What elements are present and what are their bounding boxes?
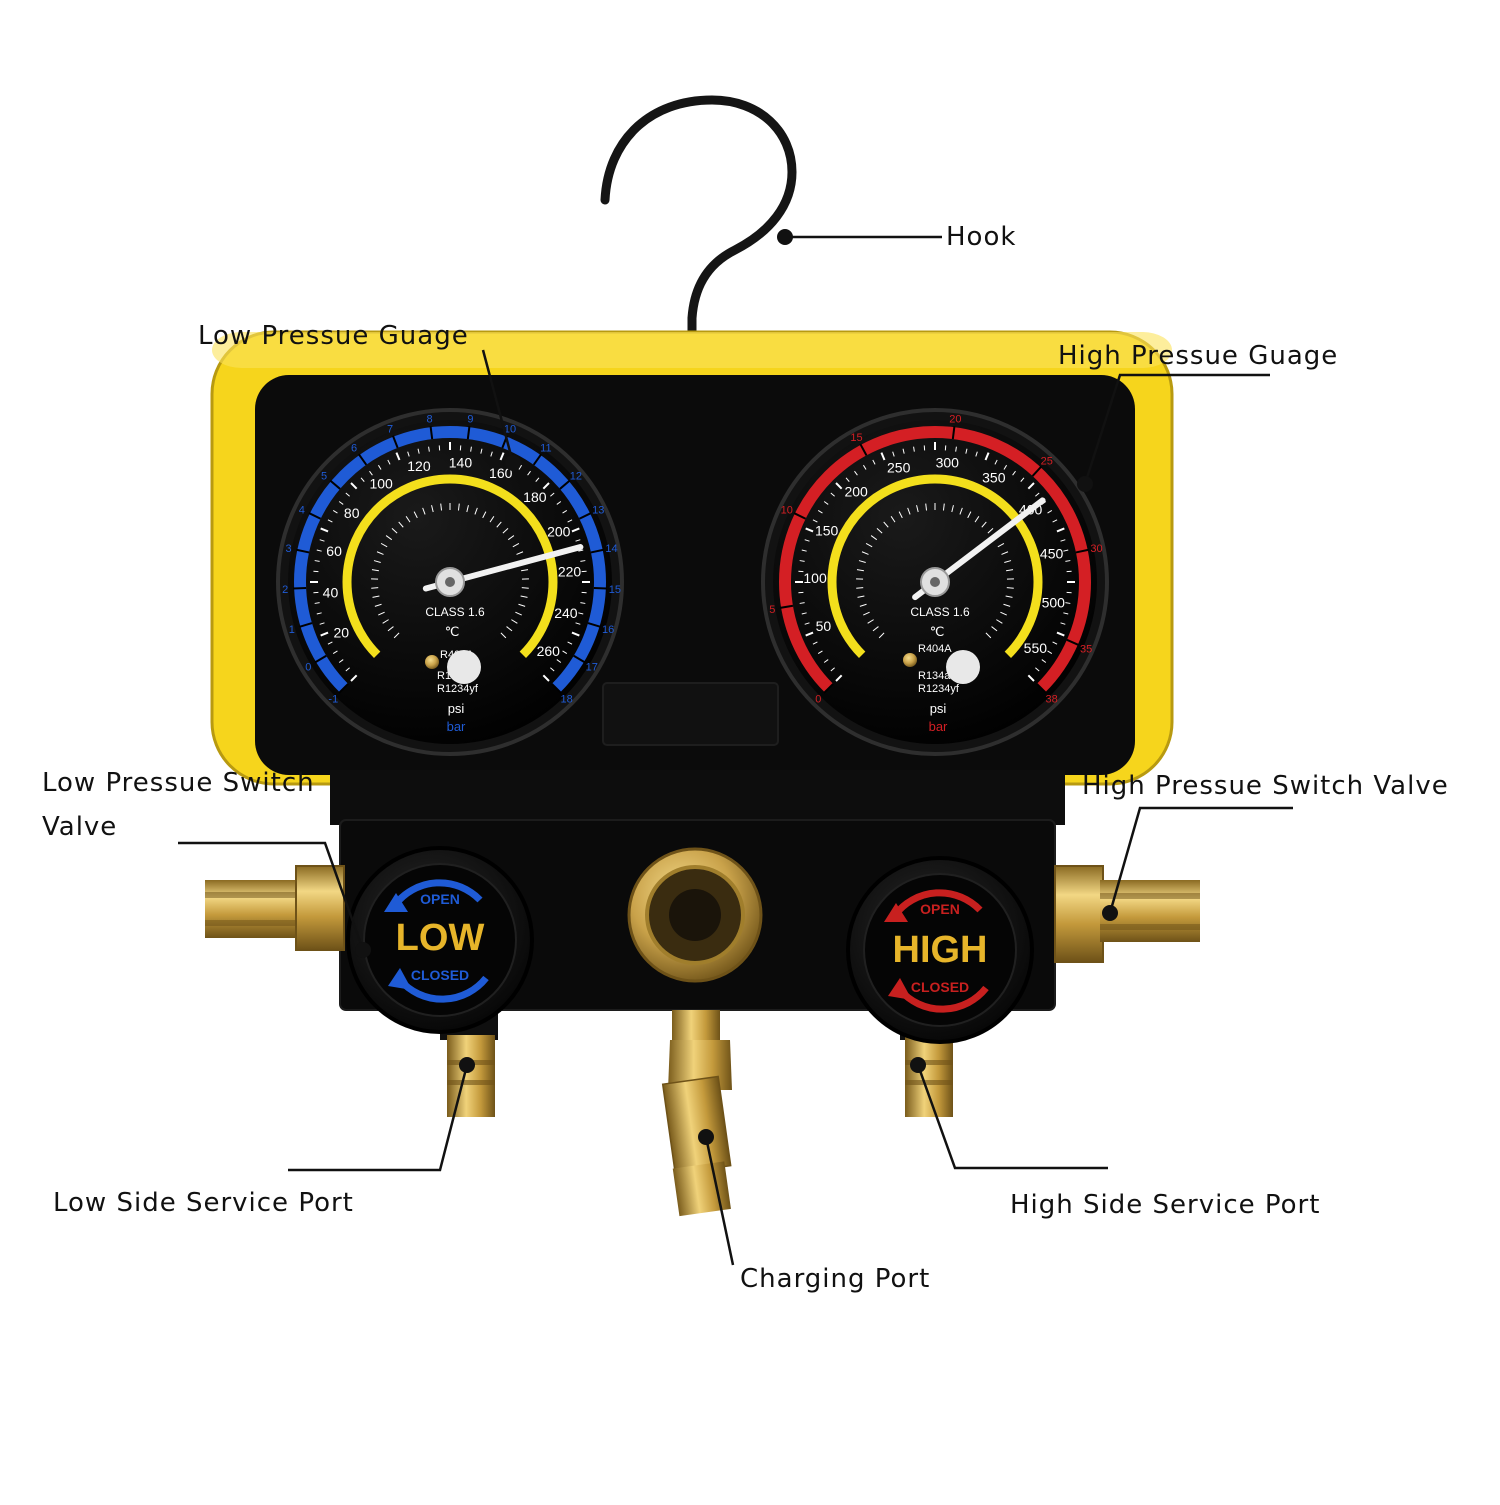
low-gauge-psi-tick-label: 240 [554,605,578,621]
charging-port [663,1010,732,1216]
high-gauge-psi-tick-label: 300 [936,455,960,471]
low-gauge-psi-tick-label: 140 [449,454,473,470]
low-gauge-bar-tick-label: 13 [592,505,604,517]
high-gauge-bar-tick-label: 20 [949,413,961,425]
hanging-hook [605,100,792,340]
low-gauge-bar-tick-label: 7 [387,423,393,435]
low-gauge-unit-psi: psi [448,701,465,716]
low-gauge-bar-tick-label: 16 [602,624,614,636]
low-gauge-bar-tick-label: 9 [467,413,473,425]
high-knob-label: HIGH [893,929,988,971]
low-gauge-refrigerant-3: R1234yf [437,683,479,695]
nameplate-recess [603,683,778,745]
callout-low-pressure-gauge: Low Pressue Guage [198,314,469,358]
high-gauge-psi-tick-label: 100 [803,570,827,586]
low-gauge-bar-tick-label: 4 [299,505,305,517]
high-gauge-bar-tick-label: 35 [1080,643,1092,655]
high-gauge-refrigerant-1: R404A [918,643,952,655]
high-gauge-psi-tick-label: 250 [887,460,911,476]
high-gauge-bar-tick-label: 15 [850,432,862,444]
sight-glass [629,849,761,981]
high-gauge-bar-tick-label: 0 [815,694,821,706]
high-gauge-inner-tick [1007,588,1014,589]
manifold-base-top [330,770,1065,825]
low-gauge-bar-tick-label: 3 [285,543,291,555]
low-gauge-bar-tick-label: 18 [561,694,573,706]
low-gauge-psi-tick-label: 60 [326,543,342,559]
low-gauge-psi-tick-label: 40 [323,584,339,600]
callout-hook: Hook [946,215,1016,259]
low-gauge-bar-tick-label: 8 [427,413,433,425]
low-gauge-psi-tick-label: 220 [558,564,582,580]
low-gauge-bar-tick-label: 6 [351,443,357,455]
high-gauge-psi-tick-label: 550 [1024,640,1048,656]
low-gauge-bar-tick-label: 2 [282,584,288,596]
high-gauge-psi-tick-label: 450 [1040,546,1064,562]
right-brass-connector [1055,866,1200,962]
high-gauge-unit-psi: psi [930,701,947,716]
high-gauge-inner-tick [856,588,863,589]
low-gauge-inner-tick [371,588,378,589]
low-gauge-psi-tick-label: 180 [523,489,547,505]
callout-high-pressure-switch-valve: High Pressue Switch Valve [1082,764,1449,808]
callout-low-side-service-port: Low Side Service Port [53,1181,354,1225]
high-gauge-class: CLASS 1.6 [910,605,970,619]
high-gauge-bar-tick-label: 10 [781,505,793,517]
low-gauge-bar-tick [293,588,306,589]
high-gauge-bar-tick-label: 38 [1046,694,1058,706]
low-gauge-bar-tick-label: 12 [570,470,582,482]
low-gauge-bar-tick [594,588,607,589]
low-gauge-psi-tick-label: 200 [547,523,571,539]
low-gauge-bar-tick-label: -1 [328,694,338,706]
high-gauge-refrigerant-3: R1234yf [918,683,960,695]
low-gauge-inner-tick [522,588,529,589]
low-gauge-psi-tick-label: 80 [344,505,360,521]
low-gauge-bar-tick-label: 17 [586,661,598,673]
high-gauge-psi-tick-label: 50 [816,618,832,634]
low-gauge-class: CLASS 1.6 [425,605,485,619]
low-gauge-bar-tick-label: 1 [289,624,295,636]
low-gauge-psi-tick-label: 100 [369,476,393,492]
low-knob-open-label: OPEN [420,891,460,907]
high-gauge-refrigerant-2: R134a [918,670,951,682]
high-gauge-temp-unit: ℃ [930,624,945,639]
low-gauge-bar-tick-label: 0 [305,661,311,673]
high-gauge-brass-screw [903,653,917,667]
high-knob-closed-label: CLOSED [911,979,969,995]
low-port-leader [288,1065,467,1170]
low-knob-label: LOW [396,917,485,959]
low-gauge-brass-screw [425,655,439,669]
low-gauge-bar-tick-label: 15 [609,584,621,596]
low-gauge-psi-tick-label: 120 [407,458,431,474]
low-gauge-psi-tick-label: 20 [333,625,349,641]
high-knob-open-label: OPEN [920,901,960,917]
low-gauge-reset-button[interactable] [447,650,481,684]
high-gauge-reset-button[interactable] [946,650,980,684]
high-gauge-bar-tick-label: 30 [1090,543,1102,555]
callout-high-side-service-port: High Side Service Port [1010,1183,1320,1227]
callout-charging-port: Charging Port [740,1257,930,1301]
low-gauge-psi-tick-label: 260 [537,643,561,659]
low-gauge-bar-tick-label: 14 [605,543,617,555]
low-gauge-unit-bar: bar [447,719,466,734]
high-gauge-psi-tick-label: 150 [815,522,839,538]
low-gauge-temp-unit: ℃ [445,624,460,639]
high-gauge-psi-tick-label: 200 [844,484,868,500]
high-gauge-bar-tick-label: 5 [769,604,775,616]
low-gauge-bar-tick-label: 5 [321,470,327,482]
left-brass-connector [205,866,344,950]
low-gauge-bar-tick-label: 11 [540,443,551,455]
high-pressure-gauge: 0510152025303538501001502002503003504004… [763,410,1107,754]
high-gauge-bar-tick-label: 25 [1041,456,1053,468]
callout-low-pressure-switch-valve: Low Pressue Switch Valve [42,761,342,849]
high-gauge-unit-bar: bar [929,719,948,734]
high-gauge-psi-tick-label: 500 [1042,594,1066,610]
callout-high-pressure-gauge: High Pressue Guage [1058,334,1338,378]
low-knob-closed-label: CLOSED [411,967,469,983]
high-gauge-psi-tick-label: 350 [982,469,1006,485]
